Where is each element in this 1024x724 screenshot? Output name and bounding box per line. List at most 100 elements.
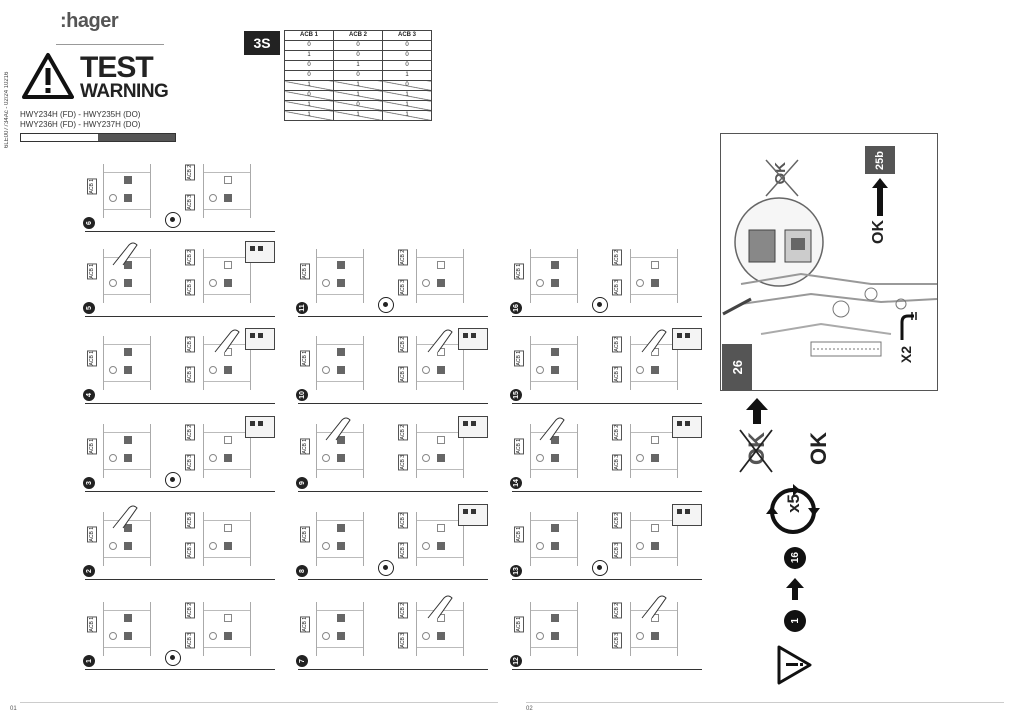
breaker-module (103, 602, 151, 656)
finger-press-icon (112, 242, 138, 266)
acb-3-label: ACB 3 (398, 632, 408, 649)
step-number: 10 (296, 389, 308, 401)
table-cell: 1 (382, 70, 432, 81)
step-number: 8 (296, 565, 308, 577)
finger-press-icon (112, 505, 138, 529)
table-cell: 0 (333, 70, 383, 81)
warning-triangle-icon (22, 53, 74, 99)
step-divider (85, 403, 275, 404)
sequence-end-text: 16 (789, 552, 801, 564)
eye-icon (592, 297, 608, 313)
table-cell: 1 (333, 80, 383, 91)
acb-1-label: ACB 1 (514, 526, 524, 543)
model-line-2: HWY236H (FD) - HWY237H (DO) (20, 120, 141, 129)
logo-divider (56, 44, 164, 45)
finger-press-icon (427, 595, 453, 619)
footer-rule-left (20, 702, 498, 703)
breaker-module (203, 249, 251, 303)
detail-callout (458, 328, 488, 350)
step-number: 1 (83, 655, 95, 667)
breaker-module (530, 249, 578, 303)
breaker-module (203, 602, 251, 656)
acb-3-label: ACB 3 (612, 366, 622, 383)
sequence-start-text: 1 (789, 618, 801, 624)
model-line-1: HWY234H (FD) - HWY235H (DO) (20, 110, 141, 119)
acb-2-label: ACB 2 (612, 424, 622, 441)
table-cell: 0 (382, 60, 432, 71)
finger-press-icon (539, 417, 565, 441)
finger-press-icon (214, 329, 240, 353)
acb-1-label: ACB 1 (300, 526, 310, 543)
acb-3-label: ACB 3 (185, 632, 195, 649)
table-header-row: ACB 1 ACB 2 ACB 3 (284, 30, 432, 41)
acb-2-label: ACB 2 (612, 602, 622, 619)
step-divider (298, 491, 488, 492)
table-cell: 0 (284, 60, 334, 71)
breaker-module (203, 512, 251, 566)
finger-press-icon (641, 329, 667, 353)
step-divider (512, 579, 702, 580)
acb-3-label: ACB 3 (398, 366, 408, 383)
acb-3-label: ACB 3 (612, 279, 622, 296)
step-divider (298, 669, 488, 670)
badge-26-label: 26 (729, 359, 745, 375)
x2-label: X2 (898, 346, 914, 366)
table-cell: 1 (382, 100, 432, 111)
acb-2-label: ACB 2 (612, 512, 622, 529)
step-number: 5 (83, 302, 95, 314)
breaker-module (630, 512, 678, 566)
table-cell: 0 (284, 70, 334, 81)
warning-triangle-icon (777, 645, 812, 685)
sequence-end-badge: 16 (784, 547, 806, 569)
acb-3-label: ACB 3 (185, 542, 195, 559)
title-warning: WARNING (80, 81, 169, 102)
table-cell: 0 (284, 40, 334, 51)
footer-rule-right (526, 702, 1004, 703)
table-cell: 0 (382, 40, 432, 51)
step-divider (85, 491, 275, 492)
detail-callout (245, 328, 275, 350)
step-number: 3 (83, 477, 95, 489)
table-cell: 1 (382, 110, 432, 121)
breaker-module (316, 602, 364, 656)
breaker-module (316, 249, 364, 303)
eye-icon (165, 472, 181, 488)
acb-3-label: ACB 3 (612, 632, 622, 649)
step-number: 13 (510, 565, 522, 577)
table-cell: 1 (333, 90, 383, 101)
eye-icon (592, 560, 608, 576)
acb-1-label: ACB 1 (87, 616, 97, 633)
repeat-cycle-icon (766, 484, 820, 534)
ok-label: OK (806, 432, 832, 471)
eye-icon (378, 560, 394, 576)
step-divider (298, 579, 488, 580)
config-badge: 3S (244, 31, 280, 55)
acb-1-label: ACB 1 (87, 526, 97, 543)
breaker-module (416, 512, 464, 566)
breaker-module (203, 424, 251, 478)
table-cell: 0 (284, 90, 334, 101)
acb-2-label: ACB 2 (185, 164, 195, 181)
breaker-module (103, 336, 151, 390)
finger-press-icon (900, 312, 917, 340)
step-number: 2 (83, 565, 95, 577)
acb-3-label: ACB 3 (185, 366, 195, 383)
step-divider (512, 403, 702, 404)
step-number: 6 (83, 217, 95, 229)
detail-callout (458, 416, 488, 438)
step-number: 16 (510, 302, 522, 314)
breaker-module (530, 336, 578, 390)
step-number: 15 (510, 389, 522, 401)
ok-label-text: OK (806, 432, 831, 465)
detail-callout (672, 416, 702, 438)
breaker-module (630, 424, 678, 478)
